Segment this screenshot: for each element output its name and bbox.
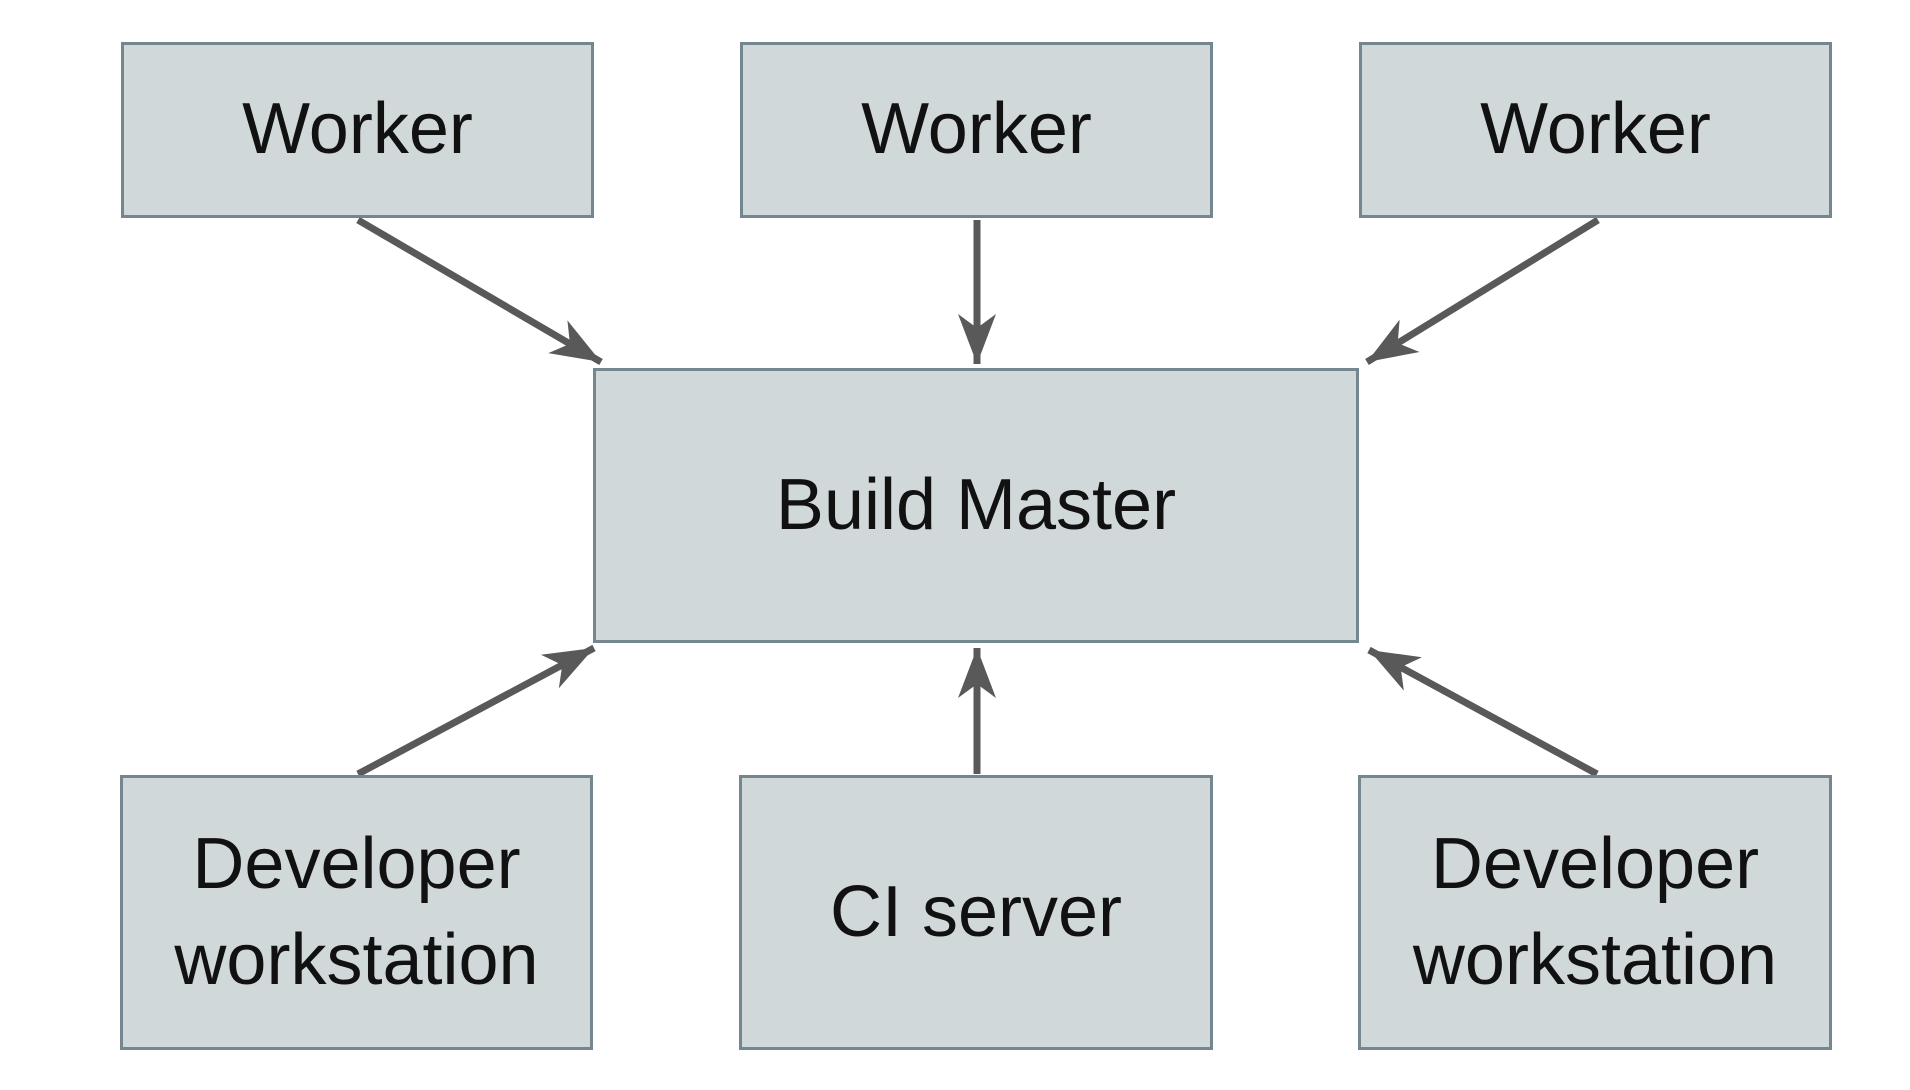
node-worker-3: Worker — [1359, 42, 1832, 218]
node-worker-1: Worker — [121, 42, 594, 218]
node-worker-1-label: Worker — [242, 89, 473, 170]
node-developer-workstation-right: Developer workstation — [1358, 775, 1832, 1050]
node-worker-3-label: Worker — [1480, 89, 1711, 170]
arrow-worker1-to-build-master — [356, 216, 603, 366]
node-worker-2: Worker — [740, 42, 1213, 218]
node-build-master: Build Master — [593, 368, 1359, 643]
node-ci-server: CI server — [739, 775, 1213, 1050]
arrow-worker3-to-build-master — [1365, 217, 1600, 365]
node-build-master-label: Build Master — [775, 464, 1177, 545]
node-developer-workstation-right-label: Developer workstation — [1412, 824, 1778, 1000]
arrow-dev-right-to-build-master — [1367, 646, 1599, 778]
node-developer-workstation-left: Developer workstation — [120, 775, 593, 1050]
arrow-dev-left-to-build-master — [356, 644, 596, 778]
node-worker-2-label: Worker — [861, 89, 1092, 170]
node-ci-server-label: CI server — [829, 871, 1123, 952]
node-developer-workstation-left-label: Developer workstation — [174, 824, 539, 1000]
